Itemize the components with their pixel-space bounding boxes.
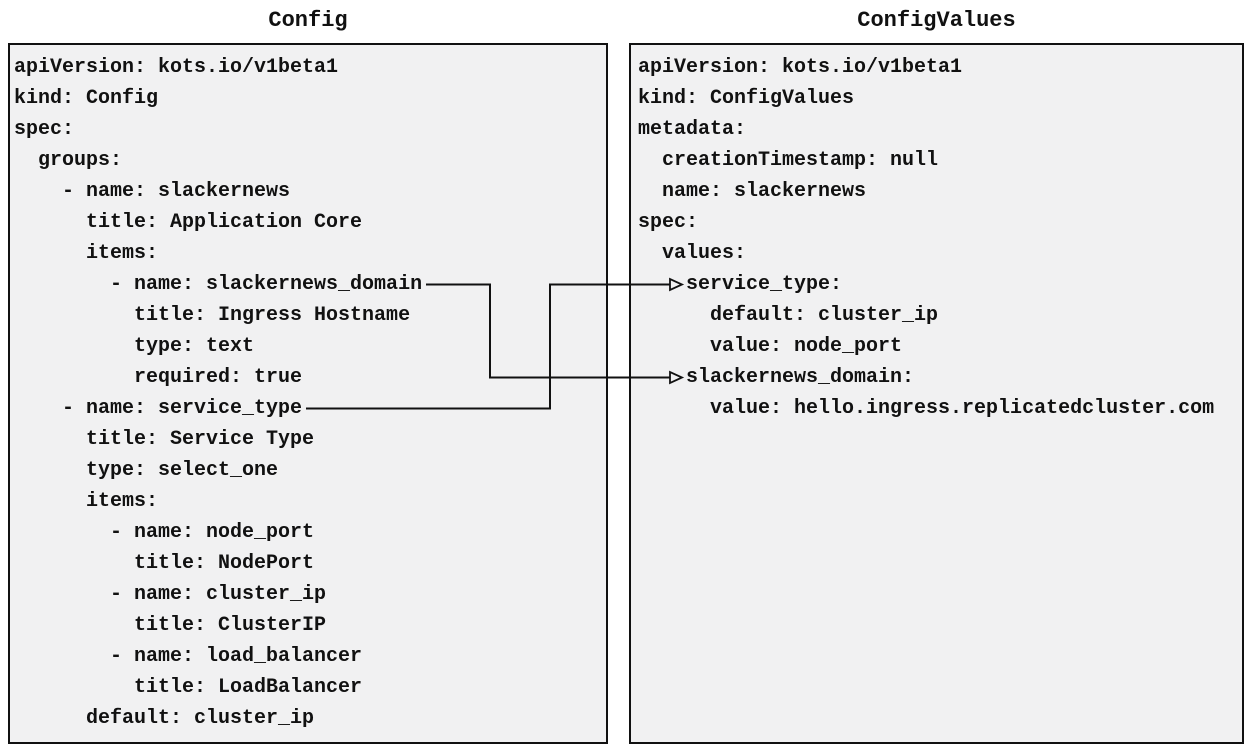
config-panel-title: Config: [268, 8, 348, 33]
configvalues-panel-title: ConfigValues: [857, 8, 1016, 33]
config-panel: apiVersion: kots.io/v1beta1 kind: Config…: [8, 43, 608, 744]
configvalues-panel: apiVersion: kots.io/v1beta1 kind: Config…: [629, 43, 1244, 744]
configvalues-yaml-code: apiVersion: kots.io/v1beta1 kind: Config…: [638, 56, 1215, 420]
config-yaml-code: apiVersion: kots.io/v1beta1 kind: Config…: [14, 56, 423, 730]
